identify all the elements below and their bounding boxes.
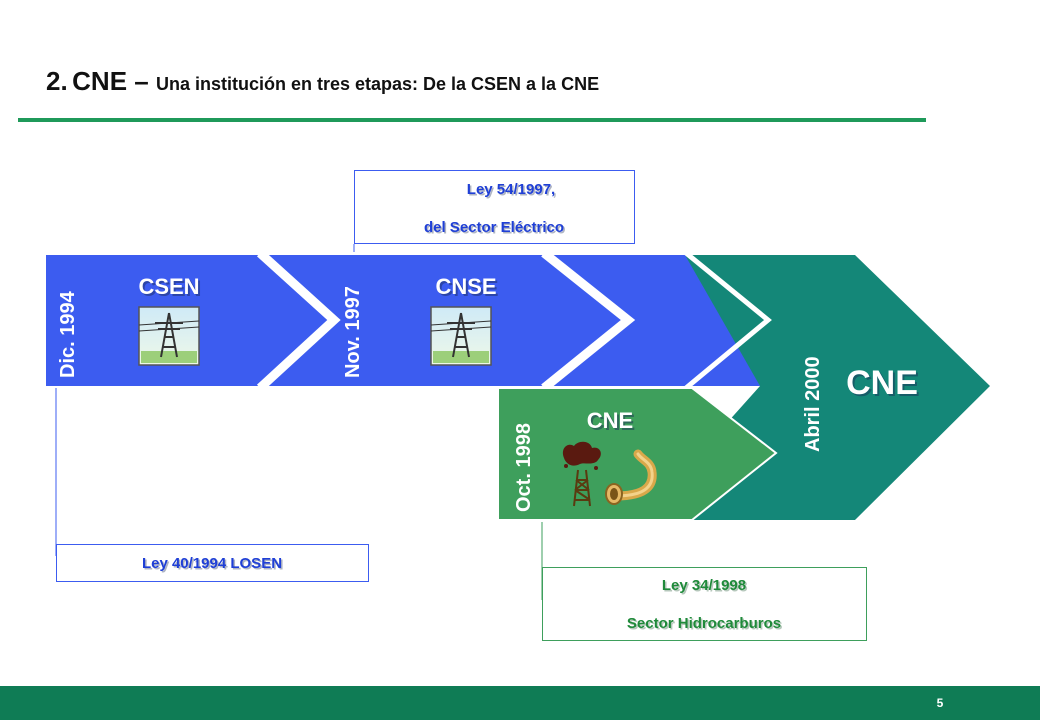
oil-well-icon [562, 441, 601, 507]
timeline-diagram: CSEN CSEN CNSE CNSE CNE CNE CNE CNE Dic.… [46, 170, 990, 641]
date-nov-1997: Nov. 1997 [342, 286, 364, 378]
title-subtitle: Una institución en tres etapas: De la CS… [155, 74, 600, 94]
law-box-ley54: Ley 54/1997, Ley 54/1997, del Sector Elé… [354, 170, 635, 244]
date-abril-2000: Abril 2000 [802, 356, 824, 452]
power-tower-icon [430, 306, 492, 366]
chevron-separator-3 [684, 251, 772, 390]
date-dic-1994: Dic. 1994 [57, 290, 79, 378]
svg-text:CNSE: CNSE [437, 276, 498, 301]
svg-text:CNE: CNE [848, 366, 920, 404]
svg-text:CNE: CNE [846, 364, 918, 402]
power-tower-icon [138, 306, 200, 366]
title-divider [18, 118, 926, 122]
title-number: 2. [46, 66, 68, 96]
stage-label-cne-hidro: CNE CNE [587, 408, 635, 435]
slide-title: 2. CNE – Una institución en tres etapas:… [46, 66, 599, 97]
svg-text:Oct. 1998: Oct. 1998 [513, 423, 535, 512]
law-box-ley40: Ley 40/1994 LOSEN Ley 40/1994 LOSEN [56, 544, 369, 582]
svg-text:Ley 54/1997,: Ley 54/1997, [468, 183, 556, 200]
svg-text:CSEN: CSEN [138, 274, 199, 299]
stage-label-cnse: CNSE CNSE [435, 274, 498, 301]
date-oct-1998: Oct. 1998 [513, 423, 535, 512]
ley34-line1: Ley 34/1998 [662, 577, 746, 594]
svg-text:del Sector Eléctrico: del Sector Eléctrico [425, 221, 565, 238]
law-box-ley34: Ley 34/1998 Ley 34/1998 Sector Hidrocarb… [542, 567, 867, 641]
page-number: 5 [936, 696, 944, 710]
chevron-separator-1 [256, 249, 341, 392]
ley54-line1: Ley 54/1997, [467, 181, 555, 198]
ley40-line1: Ley 40/1994 LOSEN [142, 555, 282, 572]
ley34-line2: Sector Hidrocarburos [627, 615, 781, 632]
svg-text:CNSE: CNSE [435, 274, 496, 299]
svg-text:Dic. 1994: Dic. 1994 [57, 290, 79, 378]
stage-label-cne: CNE CNE [846, 364, 920, 404]
ley54-line2: del Sector Eléctrico [424, 219, 564, 236]
svg-text:CNE: CNE [589, 410, 635, 435]
svg-text:Ley 34/1998: Ley 34/1998 [663, 579, 747, 596]
svg-text:Abril 2000: Abril 2000 [802, 356, 824, 452]
title-main: CNE – [72, 66, 156, 96]
svg-text:Sector Hidrocarburos: Sector Hidrocarburos [628, 617, 782, 634]
svg-text:Ley 40/1994 LOSEN: Ley 40/1994 LOSEN [143, 557, 283, 574]
stage-label-csen: CSEN CSEN [138, 274, 201, 301]
chevron-separator-2 [541, 249, 636, 392]
gas-pipe-icon [605, 449, 657, 505]
svg-text:Nov. 1997: Nov. 1997 [342, 286, 364, 378]
footer-bar [0, 686, 1040, 720]
svg-text:CSEN: CSEN [140, 276, 201, 301]
svg-text:CNE: CNE [587, 408, 633, 433]
